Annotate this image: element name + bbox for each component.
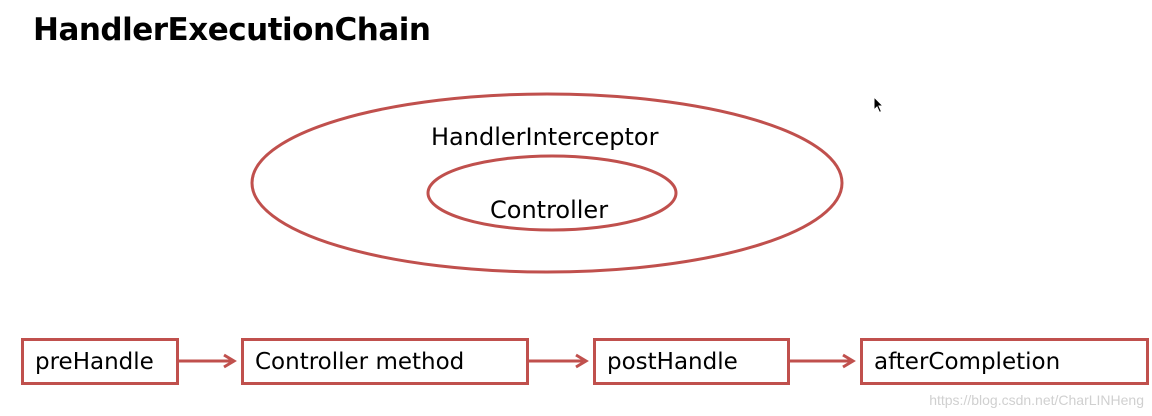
mouse-pointer-icon [873, 96, 885, 114]
outer-ellipse-handler-interceptor [250, 92, 844, 274]
inner-ellipse-label: Controller [490, 196, 609, 224]
step-box-aftercompletion: afterCompletion [860, 338, 1149, 385]
watermark-text: https://blog.csdn.net/CharLINHeng [929, 392, 1144, 408]
outer-ellipse-label: HandlerInterceptor [431, 123, 659, 151]
step-box-prehandle: preHandle [21, 338, 179, 385]
flow-arrow-1 [179, 353, 237, 369]
flow-arrow-3 [790, 353, 856, 369]
inner-ellipse-controller [426, 154, 678, 232]
page-title: HandlerExecutionChain [33, 12, 431, 48]
flow-arrow-2 [529, 353, 589, 369]
step-box-posthandle: postHandle [593, 338, 790, 385]
step-box-controller-method: Controller method [241, 338, 529, 385]
